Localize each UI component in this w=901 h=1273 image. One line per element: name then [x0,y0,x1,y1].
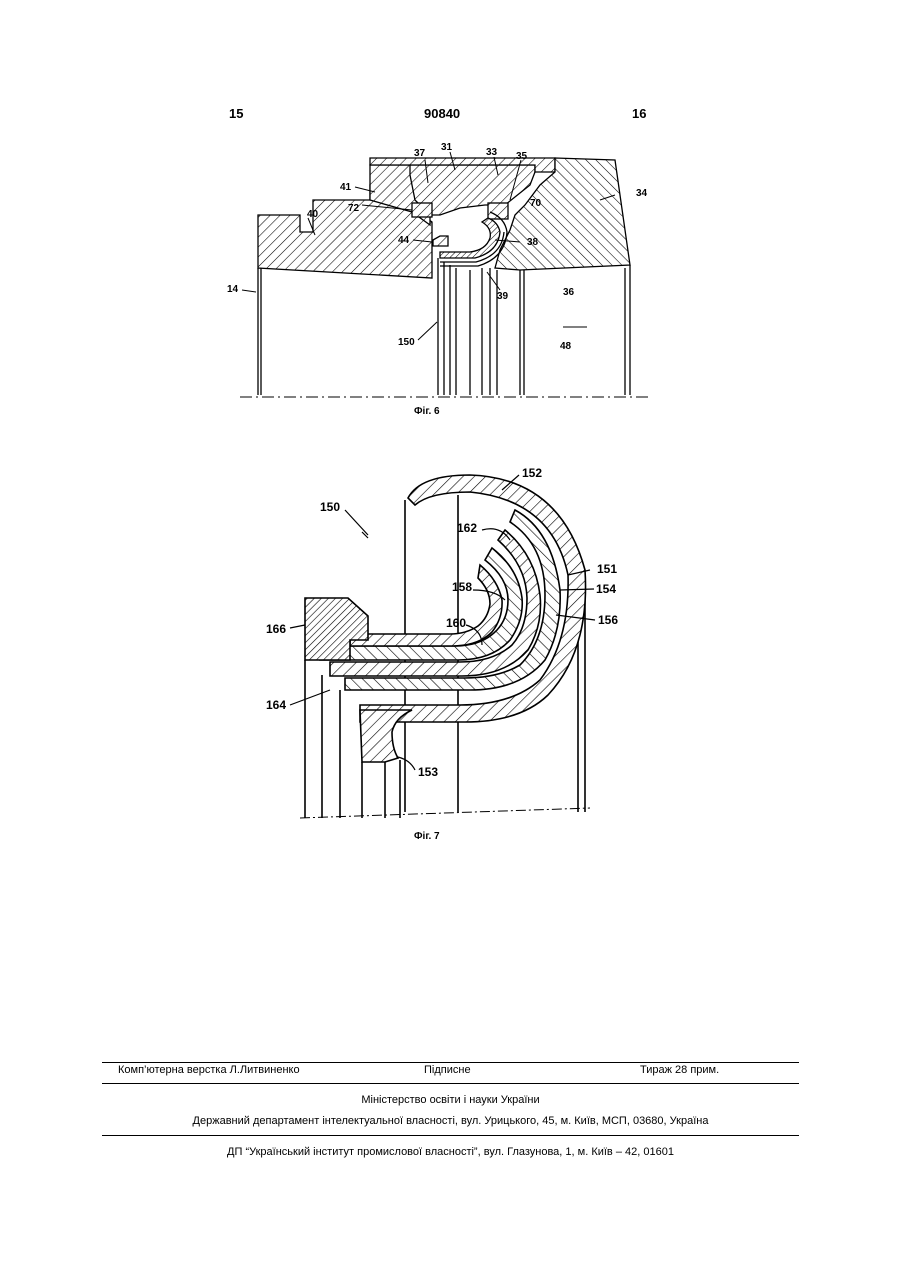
fig6-label-72: 72 [348,203,360,214]
fig6-label-35: 35 [516,151,528,162]
fig7-label-150: 150 [320,500,340,514]
footer-rule-top [102,1062,799,1063]
fig6-label-34: 34 [636,188,648,199]
seal-38 [440,218,500,258]
fig7-label-162: 162 [457,521,477,535]
fig6-label-44: 44 [398,235,410,246]
fig6-label-48: 48 [560,341,572,352]
footer-rule-middle [102,1083,799,1084]
footer-signed: Підписне [424,1064,471,1076]
fig6-label-41: 41 [340,182,352,193]
fig6-label-150: 150 [398,337,415,348]
part-44 [433,236,448,246]
footer-rule-bottom [102,1135,799,1136]
figure-7-drawing: 150 152 162 151 154 158 156 160 166 164 … [0,440,901,840]
footer-typesetting: Комп’ютерна верстка Л.Литвиненко [118,1064,300,1076]
fig7-label-160: 160 [446,616,466,630]
fig6-label-38: 38 [527,237,539,248]
fig6-label-36: 36 [563,287,575,298]
fig7-label-158: 158 [452,580,472,594]
part-72 [412,203,432,217]
footer-circulation: Тираж 28 прим. [640,1064,719,1076]
figure-6-drawing: 37 31 33 35 34 41 72 70 40 44 38 39 36 1… [0,0,901,440]
fig7-label-153: 153 [418,765,438,779]
fig7-label-156: 156 [598,613,618,627]
fig7-label-152: 152 [522,466,542,480]
fig6-label-40: 40 [307,209,319,220]
footer-department: Державний департамент інтелектуальної вл… [102,1115,799,1127]
fig7-label-166: 166 [266,622,286,636]
fig6-label-31: 31 [441,142,453,153]
fig6-label-33: 33 [486,147,498,158]
fig7-label-154: 154 [596,582,616,596]
fig6-label-39: 39 [497,291,509,302]
fig7-label-151: 151 [597,562,617,576]
fig6-label-70: 70 [530,198,542,209]
fig6-label-37: 37 [414,148,426,159]
fig6-label-14: 14 [227,284,239,295]
fig7-label-164: 164 [266,698,286,712]
footer-institute: ДП “Український інститут промислової вла… [102,1146,799,1158]
footer-ministry: Міністерство освіти і науки України [102,1094,799,1106]
figure-6-caption: Фіг. 6 [414,406,440,417]
figure-7-caption: Фіг. 7 [414,831,440,842]
